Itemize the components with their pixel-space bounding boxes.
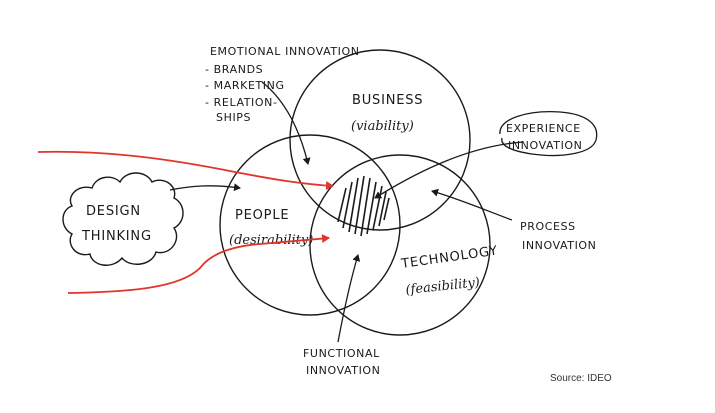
emotional-innovation-item: SHIPS <box>216 111 251 124</box>
emotional-innovation-title: EMOTIONAL INNOVATION <box>210 45 360 58</box>
experience-innovation-arrow <box>374 141 524 199</box>
experience-innovation-loop <box>499 111 598 157</box>
people-circle <box>219 134 401 316</box>
functional-innovation-arrow <box>337 254 361 343</box>
design-thinking-cloud <box>62 172 184 266</box>
design-thinking-to-people-arrow <box>169 183 241 192</box>
red-arrow-bottom <box>67 234 330 294</box>
emotional-innovation-arrow <box>261 81 311 165</box>
people-title: PEOPLE <box>235 208 289 223</box>
business-circle <box>289 49 471 231</box>
functional-innovation-line2: INNOVATION <box>306 364 381 377</box>
design-thinking-line2: THINKING <box>81 229 152 244</box>
business-title: BUSINESS <box>352 93 423 108</box>
emotional-innovation-item: - BRANDS <box>205 63 263 76</box>
process-innovation-line2: INNOVATION <box>522 239 597 252</box>
technology-title: TECHNOLOGY <box>399 244 498 273</box>
emotional-innovation-item: - MARKETING <box>205 79 285 92</box>
process-innovation-line1: PROCESS <box>520 220 576 233</box>
center-hatching <box>337 175 390 237</box>
source-caption: Source: IDEO <box>550 373 612 384</box>
emotional-innovation-item: - RELATION- <box>205 96 278 109</box>
process-innovation-arrow <box>431 188 513 221</box>
functional-innovation-line1: FUNCTIONAL <box>303 347 380 360</box>
experience-innovation-line2: INNOVATION <box>508 139 583 152</box>
experience-innovation-line1: EXPERIENCE <box>506 122 581 135</box>
business-subtitle: (viability) <box>351 119 414 134</box>
technology-circle <box>309 154 491 336</box>
design-thinking-line1: DESIGN <box>86 204 141 219</box>
red-arrow-top <box>37 150 334 191</box>
technology-subtitle: (feasibility) <box>405 275 481 298</box>
